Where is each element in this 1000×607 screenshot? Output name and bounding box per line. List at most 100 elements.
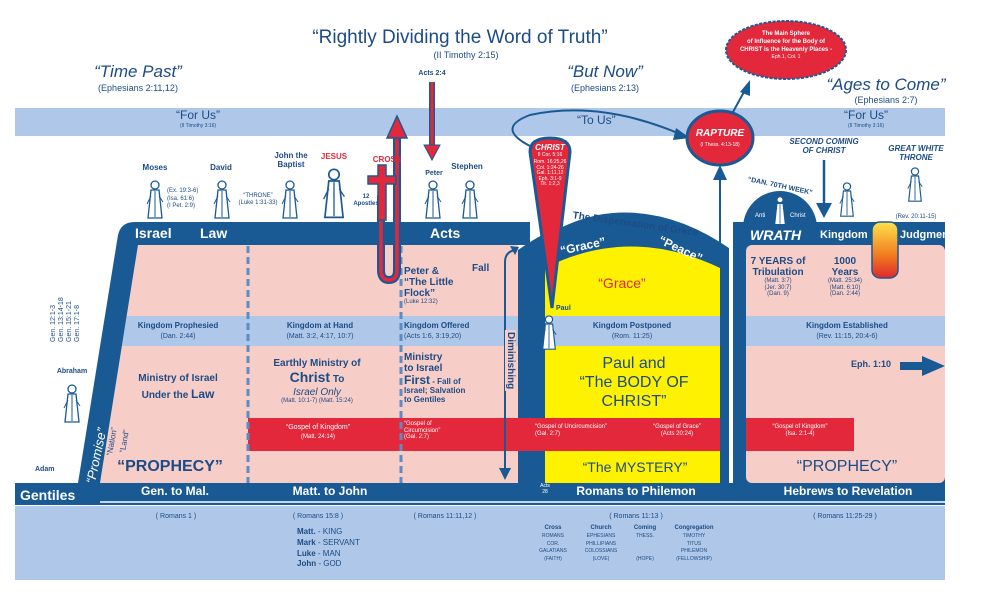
ministry-ref: (Matt. 10:1-7) (Matt. 15:24) [281, 397, 353, 404]
label-line: Under the [141, 389, 192, 401]
israel-header: Israel [135, 225, 172, 241]
kingdom-at-hand-ref: (Matt. 3:2, 4:17, 10:7) [286, 333, 354, 340]
abraham-label: Abraham [56, 368, 88, 375]
romans-15-8-ref: ( Romans 15:8 ) [292, 513, 344, 520]
label-line: Apostles [353, 200, 379, 207]
wrath-header: WRATH [750, 227, 802, 243]
resurrection-arrow-icon [379, 132, 399, 282]
label-line: “Gospel of [404, 421, 432, 427]
christ-ref-item: Eph. 3:1-9 [538, 175, 562, 182]
label-line: To [330, 374, 345, 385]
ref: (Jer. 30:7) [764, 284, 792, 291]
label-line: 28 [542, 488, 548, 495]
label-line: Israel; Salvation [404, 386, 466, 396]
label-line: 1000 [833, 256, 857, 267]
kingdom-offered-ref: (Acts 1:6, 3:19,20) [404, 333, 462, 340]
gospel-of-kingdom-label: “Gospel of Kingdom” [285, 424, 351, 431]
kingdom-postponed-ref: (Rom. 11:25) [611, 333, 653, 340]
stephen-label: Stephen [451, 162, 483, 171]
christ-ref-item: Col. 1:24-26 [536, 164, 564, 171]
second-coming-figure [839, 182, 855, 217]
christ-cone-text: CHRIST II Cor. 5:16 Rom. 16:25,26 Col. 1… [534, 143, 567, 188]
christ-ref: II Cor. 5:16 [537, 151, 563, 158]
tribulation: 7 YEARS of Tribulation (Matt. 3:7) (Jer.… [751, 256, 806, 298]
gospel-red-band-grace [518, 418, 720, 451]
christ-emphasis: Christ [289, 369, 331, 385]
label-line: OF CHRIST [802, 145, 846, 155]
label-line: “The BODY OF [579, 374, 689, 392]
label-line: - Fall of [430, 377, 461, 386]
time-past-ref: (Ephesians 2:11,12) [98, 83, 178, 93]
kingdom-row-left [122, 316, 518, 346]
chart-title-ref: (II Timothy 2:15) [433, 50, 499, 60]
label-line: (Acts 20:24) [660, 430, 694, 437]
gen-refs: Gen. 12:1-3 Gen. 13:14-18 Gen. 15:1-21 G… [50, 297, 82, 342]
great-white-throne-ref: (Rev. 20:11-15) [895, 214, 937, 220]
apostles-label: 12 Apostles [353, 194, 378, 207]
kingdom-offered: Kingdom Offered [404, 321, 470, 330]
fall-label: Fall [472, 263, 490, 274]
moses-refs: (Ex. 19:3-6) (Isa. 61:6) (I Pet. 2:9) [167, 188, 198, 211]
ministry-of-israel: Ministry of Israel Under the Law [138, 372, 217, 402]
moses-ref: (I Pet. 2:9) [167, 203, 196, 209]
bubble-line: The Main Sphere [761, 31, 811, 37]
label-line: Flock” [404, 288, 436, 299]
law-emphasis: Law [191, 386, 215, 401]
gospel-item: Mark - SERVANT [297, 537, 360, 547]
moses-ref: (Isa. 61:6) [167, 195, 195, 202]
heavenly-places-bubble [725, 20, 847, 80]
grace-label: “Grace” [598, 275, 646, 291]
second-coming-arrow-icon [816, 203, 832, 218]
top-band [15, 108, 945, 136]
acts-28-label: Acts 28 [540, 483, 550, 495]
label-line: to Gentiles [404, 394, 446, 404]
john-the-baptist-label: John the Baptist [274, 151, 307, 170]
label-line: (Gal. 2:7) [404, 434, 430, 441]
acts-2-4-label: Acts 2:4 [418, 70, 446, 77]
moses-ref: (Ex. 19:3-6) [167, 188, 199, 194]
peter-label: Peter [425, 170, 443, 177]
christ-label-antichrist: Christ [790, 213, 806, 219]
kingdom-prophesied-ref: (Dan. 2:44) [160, 333, 196, 340]
label-line: Peter & [404, 266, 440, 277]
gen-ref: Gen. 13:14-18 [58, 297, 66, 342]
label-line: Paul and [602, 355, 666, 372]
label-line: 12 [362, 194, 370, 200]
prophecy-right: “PROPHECY” [796, 458, 898, 475]
romans-11-13-ref: ( Romans 11:13 ) [609, 513, 663, 520]
stephen-figure [461, 180, 479, 219]
little-flock-ref: (Luke 12:32) [404, 299, 438, 305]
abraham-figure [63, 384, 81, 423]
heaven-arrow-icon [740, 80, 750, 96]
label-line: 7 YEARS of [750, 256, 806, 267]
paul-label: Paul [556, 305, 571, 312]
label-line: GREAT WHITE [888, 144, 944, 153]
label-line: Earthly Ministry of [273, 358, 361, 369]
rapture-ref: (I Thess. 4:13-18) [700, 142, 740, 148]
matt-to-john: Matt. to John [292, 484, 368, 498]
throne-label: “THRONE” [243, 193, 273, 199]
chart-title: “Rightly Dividing the Word of Truth” [312, 27, 608, 48]
cross-label: CROSS [372, 155, 402, 164]
label-line: “Gospel of Kingdom” [772, 424, 828, 430]
label-line: CHRIST” [601, 393, 667, 411]
earthly-ministry: Earthly Ministry of Christ To Israel Onl… [273, 358, 360, 404]
judgment-flame [871, 221, 899, 279]
judgment-header: Judgment [900, 229, 953, 241]
bubble-ref: Eph.1, Col. 1 [771, 54, 801, 61]
kingdom-established-ref: (Rev. 11:15, 20:4-6) [816, 333, 878, 340]
gospel-of-grace: “Gospel of Grace” (Acts 20:24) [653, 424, 701, 437]
cross-icon [367, 164, 397, 221]
label-line: Tribulation [752, 267, 804, 278]
diminishing-label: Diminishing [505, 330, 516, 392]
moses-figure [146, 180, 164, 219]
books-band [15, 483, 945, 505]
christ-label: CHRIST [535, 143, 565, 152]
to-us-arrow-icon [511, 109, 681, 147]
gospel-of-circumcision: “Gospel of Circumcision” (Gal. 2:7) [404, 421, 440, 441]
